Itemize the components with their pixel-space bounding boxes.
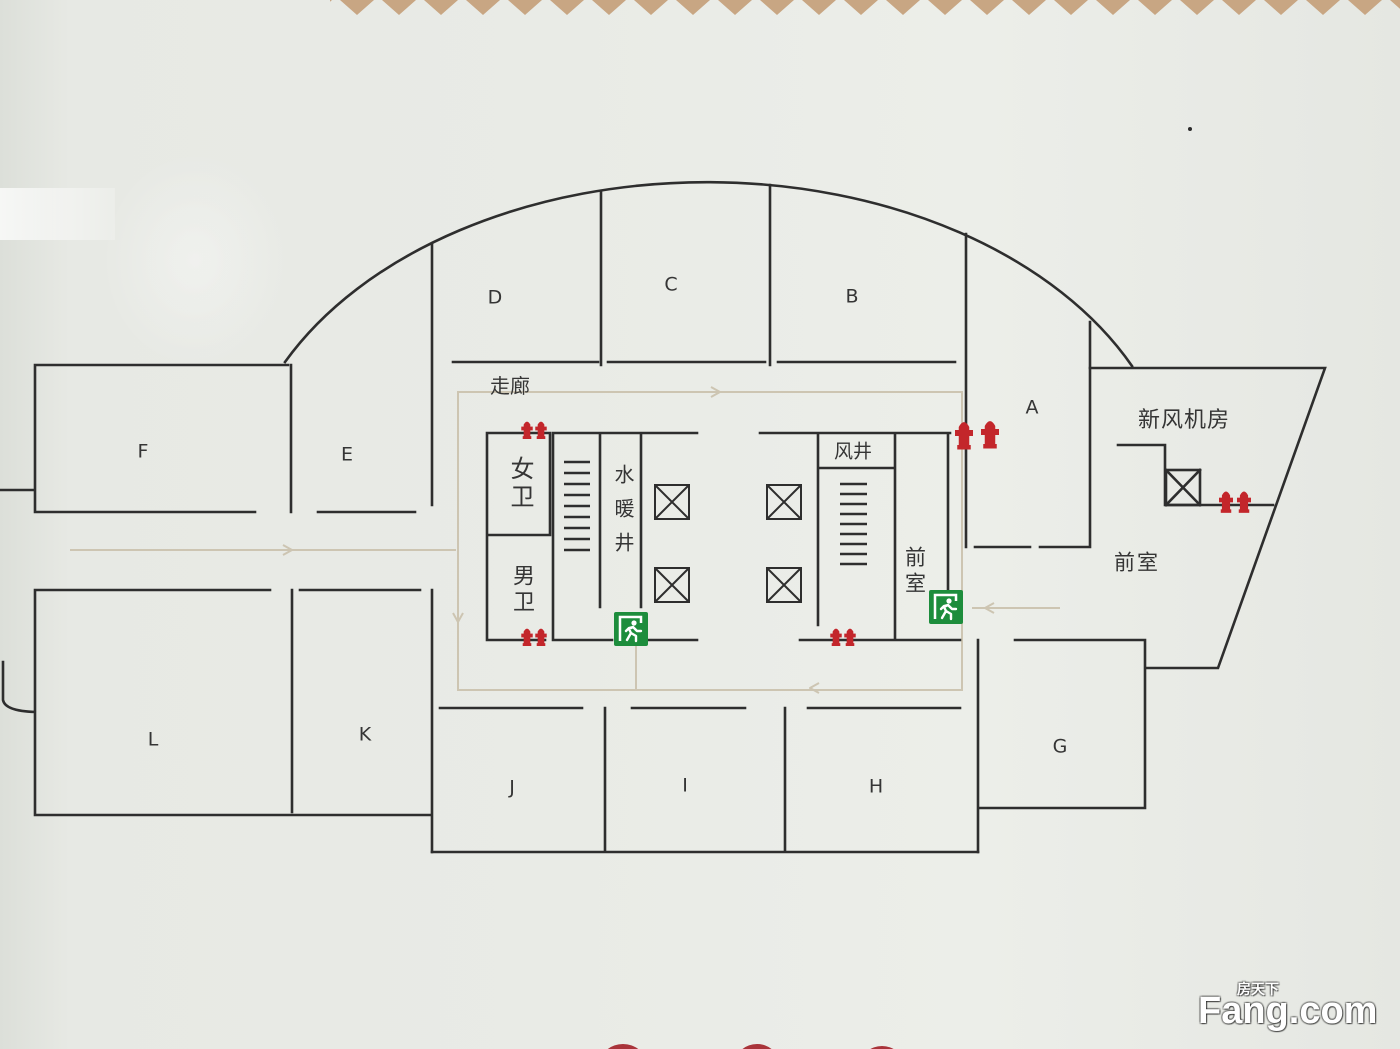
fire-hydrant-icon (830, 628, 842, 646)
room-label-g: G (1052, 735, 1068, 758)
north-arc-wall (283, 180, 1134, 368)
room-label-a: A (1025, 396, 1039, 419)
core-lobby-label: 前室 (902, 546, 927, 598)
arrow-icon (710, 386, 721, 398)
corridor-label: 走廊 (490, 374, 530, 398)
south-room-walls (430, 706, 980, 854)
room-label-k: K (358, 723, 372, 746)
circulation-path (70, 386, 1060, 694)
plumbing-shaft-label: 水暖井 (611, 464, 635, 566)
west-wing-walls (0, 363, 434, 854)
arrow-icon (984, 602, 995, 614)
elevator-icon (766, 567, 802, 603)
emergency-exit-icon (614, 612, 648, 646)
bottom-border-decoration (607, 1044, 894, 1049)
room-label-j: J (509, 776, 515, 799)
fire-hydrant-icon (844, 628, 856, 646)
fire-hydrant-icon (521, 421, 533, 439)
fire-hydrant-icon (1237, 491, 1251, 513)
east-wing-walls (976, 366, 1327, 854)
watermark-brand: Fang.com (1198, 990, 1378, 1032)
core-loop-path (457, 391, 963, 691)
room-label-f: F (137, 440, 149, 463)
stairs-icon (840, 482, 867, 566)
room-label-d: D (487, 286, 503, 309)
decoration-dot (607, 1044, 639, 1049)
fire-hydrant-icon (521, 628, 533, 646)
room-label-h: H (868, 775, 884, 798)
room-label-c: C (664, 273, 678, 296)
elevator-icon (766, 484, 802, 520)
room-label-l: L (147, 728, 159, 751)
fresh-air-room-label: 新风机房 (1137, 408, 1231, 433)
decoration-dot (870, 1046, 894, 1049)
fire-hydrant-icon (535, 421, 547, 439)
room-label-b: B (845, 285, 859, 308)
elevator-icon (654, 484, 690, 520)
top-border-decoration (330, 0, 1400, 17)
room-label-i: I (682, 774, 688, 797)
room-label-e: E (340, 443, 354, 466)
emergency-exit-icon (929, 590, 963, 624)
mens-toilet-label: 男卫 (509, 564, 534, 616)
east-lobby-label: 前室 (1114, 550, 1160, 575)
womens-toilet-label: 女卫 (506, 456, 534, 512)
north-room-walls (430, 183, 1092, 549)
walls (0, 180, 1327, 854)
decoration-dot (742, 1044, 772, 1049)
elevator-icon (654, 567, 690, 603)
core-walls (485, 431, 962, 642)
stairs-icon (564, 460, 590, 552)
fire-hydrant-icon (535, 628, 547, 646)
fire-hydrant-icon (981, 421, 999, 449)
arrow-icon (282, 544, 293, 556)
fresh-air-unit-cross (1164, 468, 1202, 507)
fire-hydrant-icon (1219, 491, 1233, 513)
fresh-air-unit-box (1164, 468, 1202, 507)
arrow-icon (452, 612, 464, 623)
arrow-icon (809, 682, 820, 694)
air-shaft-label: 风井 (833, 440, 873, 463)
watermark-brand-cn: 房天下 (1237, 981, 1279, 997)
fire-hydrant-icon (955, 422, 973, 450)
speck (1188, 127, 1192, 131)
